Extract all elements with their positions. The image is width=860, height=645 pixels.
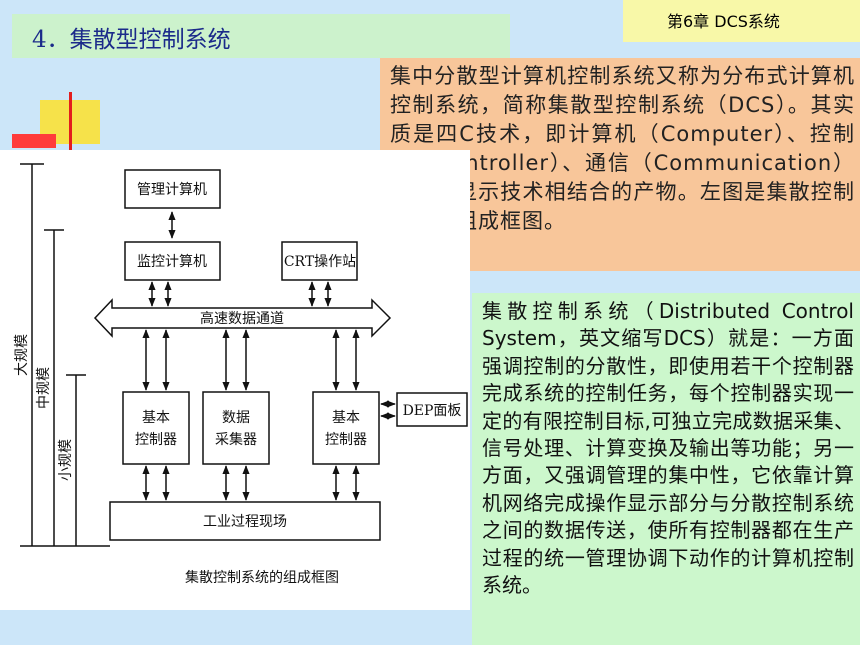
- label-controller-right-2: 控制器: [325, 432, 367, 448]
- label-crt-station: CRT操作站: [284, 254, 356, 270]
- label-monitor-computer: 监控计算机: [137, 254, 207, 270]
- box-data-acquisition: [202, 391, 270, 465]
- label-acquisition-2: 采集器: [215, 431, 257, 448]
- chapter-box: [623, 0, 860, 42]
- box-basic-controller-left: [122, 391, 190, 465]
- label-medium-scale: 中规模: [36, 367, 52, 409]
- label-controller-left-1: 基本: [142, 409, 170, 426]
- decor-red-line: [69, 92, 72, 152]
- label-controller-left-2: 控制器: [135, 432, 177, 448]
- bus-high-speed-channel: [93, 298, 392, 338]
- label-small-scale: 小规模: [58, 439, 74, 481]
- box-basic-controller-right: [312, 391, 380, 465]
- label-large-scale: 大规模: [14, 334, 30, 376]
- description-paragraph: 集散控制系统（Distributed Control System，英文缩写DC…: [482, 299, 854, 598]
- chapter-label: 第6章 DCS系统: [667, 12, 780, 31]
- label-industrial-process: 工业过程现场: [203, 514, 287, 530]
- label-high-speed-channel: 高速数据通道: [200, 310, 284, 327]
- decor-red-bar: [12, 134, 56, 148]
- dcs-block-diagram: 管理计算机 监控计算机 CRT操作站 高速数据通道 基本 控制器 数据 采集器 …: [0, 150, 470, 610]
- box-management-computer: [124, 169, 221, 209]
- description-panel: [472, 293, 860, 645]
- title-bar: [12, 14, 510, 58]
- box-monitor-computer: [124, 241, 221, 281]
- box-industrial-process: [109, 501, 381, 541]
- box-crt-station: [281, 241, 358, 281]
- diagram-caption: 集散控制系统的组成框图: [185, 569, 339, 586]
- slide-title: 4．集散型控制系统: [32, 27, 231, 53]
- label-acquisition-1: 数据: [222, 410, 250, 426]
- box-dep-panel: [396, 392, 468, 427]
- label-management-computer: 管理计算机: [137, 182, 207, 198]
- label-dep-panel: DEP面板: [403, 403, 462, 419]
- label-controller-right-1: 基本: [332, 409, 360, 426]
